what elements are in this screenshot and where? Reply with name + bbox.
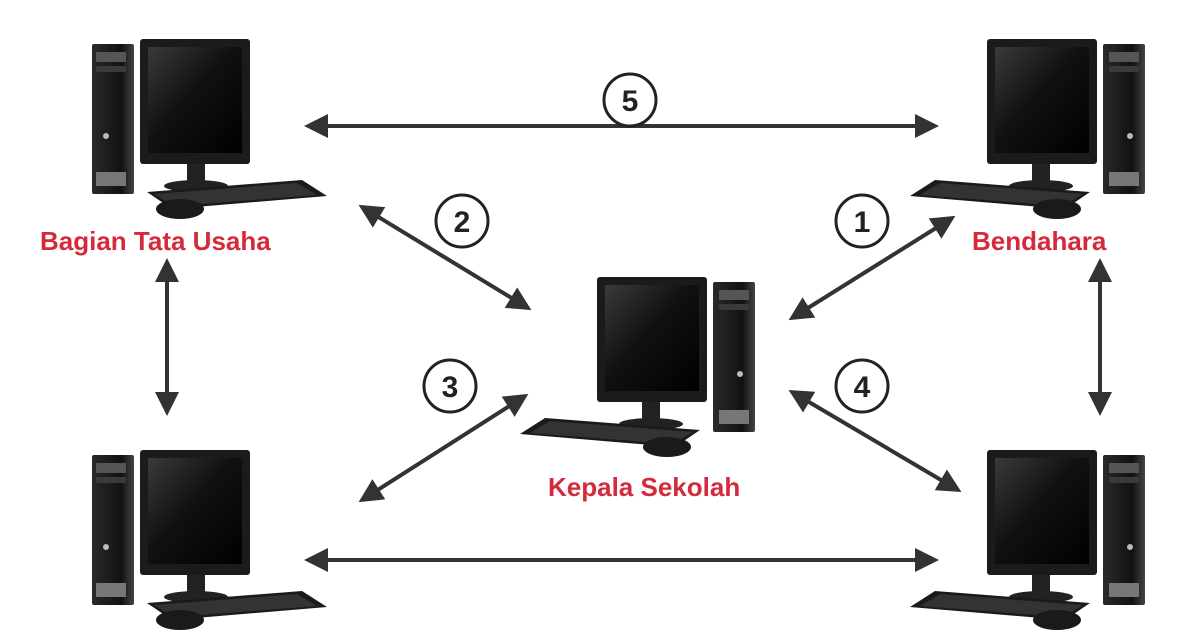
node-label-bendahara: Bendahara [972,226,1107,256]
step-number-3: 3 [442,371,459,404]
node-label-tata-usaha: Bagian Tata Usaha [40,226,271,256]
step-number-4: 4 [854,371,871,404]
computer-bottom-left-icon [92,450,327,630]
arrow-3 [358,393,529,503]
step-badge-5: 5 [602,72,658,128]
step-badge-3: 3 [422,358,478,414]
step-badge-4: 4 [834,358,890,414]
computer-bendahara-icon [910,39,1145,219]
step-number-1: 1 [854,206,871,239]
node-label-kepala-sekolah: Kepala Sekolah [548,472,741,502]
computer-bottom-right-icon [910,450,1145,630]
arrow-4 [788,389,962,493]
arrow-2 [358,204,532,311]
step-badge-2: 2 [434,193,490,249]
computer-tata-usaha-icon [92,39,327,219]
arrow-1 [788,215,956,321]
step-number-2: 2 [454,206,471,239]
step-badge-1: 1 [834,193,890,249]
computer-kepala-sekolah-icon [520,277,755,457]
step-number-5: 5 [622,85,639,118]
